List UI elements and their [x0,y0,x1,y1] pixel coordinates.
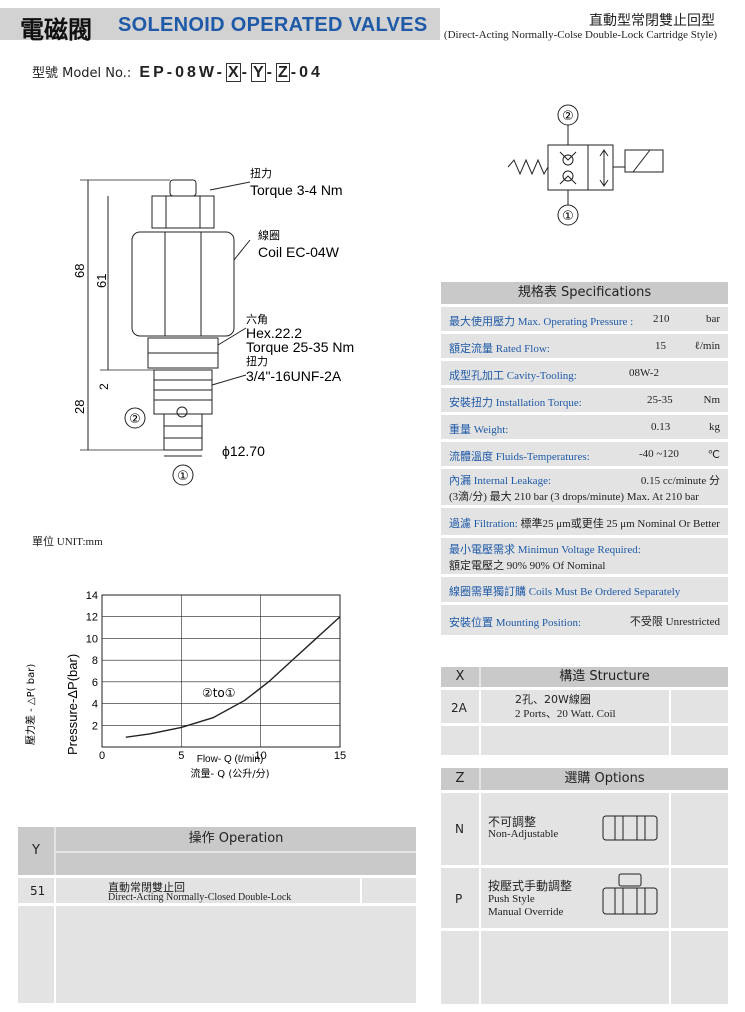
operation-en: Direct-Acting Normally-Closed Double-Loc… [108,892,292,903]
non-adjustable-knob-icon [602,815,658,841]
symbol-port1-text: ① [562,209,574,224]
operation-code: 51 [30,884,46,898]
hydraulic-symbol: ② ① [507,104,664,226]
options-col1: Z [441,768,479,790]
model-prefix: EP-08W- [139,64,225,81]
torque2-zh-text: 扭力 [246,354,268,368]
operation-table: Y 操作 Operation 51 直動常閉雙止回 Direct-Acting … [18,827,416,1003]
structure-col2: 構造 Structure [481,667,728,687]
spec-coil-row: 線圈需單獨訂購 Coils Must Be Ordered Separately [441,574,728,602]
x-tick-label: 10 [255,750,267,762]
model-number: 型號 Model No.: EP-08W-X-Y-Z-04 [32,62,323,82]
drawing-port1: ① [177,469,189,484]
spec-row: 流體溫度 Fluids-Temperatures:-40 ~120℃ [441,439,728,466]
header-band [0,8,440,40]
series-line [125,616,341,738]
symbol-port2-text: ② [562,109,574,124]
y-tick-label: 12 [86,612,98,624]
y-tick-label: 2 [92,720,98,732]
subtitle-en: (Direct-Acting Normally-Colse Double-Loc… [443,29,717,41]
torque2-text: Torque 25-35 Nm [246,339,354,355]
structure-en: 2 Ports、20 Watt. Coil [515,708,616,720]
x-tick-label: 15 [334,750,346,762]
model-code: EP-08W-X-Y-Z-04 [139,63,323,82]
torque-zh-text: 扭力 [250,166,272,180]
push-style-knob-icon [602,873,658,915]
chart-xlabel-zh: 流量- Q (公升/分) [190,767,269,780]
spec-leak-row: 內漏 Internal Leakage: 0.15 cc/minute 分 (3… [441,466,728,505]
unit-note: 單位 UNIT:mm [32,536,103,548]
model-label: 型號 Model No.: [32,66,132,81]
subtitle-zh: 直動型常閉雙止回型 [589,13,715,29]
options-col2: 選購 Options [481,768,728,790]
operation-row: 51 直動常閉雙止回 Direct-Acting Normally-Closed… [18,878,416,903]
model-sep1: - [241,64,250,81]
option-p-zh: 按壓式手動調整 [488,879,573,893]
option-p-en2: Manual Override [488,906,564,918]
operation-subheader [56,853,416,875]
dim-61: 61 [94,274,109,288]
structure-code: 2A [451,701,467,715]
spec-title: 規格表 Specifications [441,282,728,304]
model-x-box: X [225,63,241,82]
valve-drawing: 扭力 Torque 3-4 Nm 線圈 Coil EC-04W 六角 Hex.2… [72,166,354,486]
drawing-port2: ② [129,412,141,427]
x-tick-label: 0 [99,750,105,762]
structure-col1: X [441,667,479,687]
option-n-code: N [455,822,464,836]
spec-mount-row: 安裝位置 Mounting Position: 不受限 Unrestricted [441,602,728,635]
dim-2: 2 [97,383,111,390]
options-table: Z 選購 Options N 不可調整 Non-Adjustable P 按壓式… [441,768,728,1004]
option-n-en: Non-Adjustable [488,828,559,840]
structure-zh: 2孔、20W線圈 [515,693,591,706]
coil-zh-text: 線圈 [258,228,280,242]
pressure-flow-chart: 壓力差 - △P( bar) Pressure-ΔP(bar) 2 4 6 8 10 12… [24,590,346,780]
y-tick-label: 8 [92,655,98,667]
page-title-zh: 電磁閥 [20,16,92,44]
model-suffix: -04 [290,64,323,81]
dim-28: 28 [72,400,87,414]
option-p-code: P [455,892,463,906]
y-tick-label: 14 [86,590,98,602]
spec-filter-row: 過濾 Filtration: 標準25 μm或更佳 25 μm Nominal … [441,505,728,535]
chart-ylabel: Pressure-ΔP(bar) [65,654,80,755]
torque-text: Torque 3-4 Nm [250,182,343,198]
spec-voltage-row: 最小電壓需求 Minimun Voltage Required: 額定電壓之 9… [441,535,728,574]
option-n-zh: 不可調整 [488,815,537,829]
hex-text: Hex.22.2 [246,325,302,341]
spec-table: 規格表 Specifications 最大使用壓力 Max. Operating… [441,282,728,635]
operation-col1: Y [18,827,54,875]
y-tick-label: 6 [92,677,98,689]
chart-ylabel-zh: 壓力差 - △P( bar) [24,664,37,745]
operation-zh: 直動常閉雙止回 [108,881,185,894]
page-title-en: SOLENOID OPERATED VALVES [118,14,428,36]
y-tick-label: 10 [86,633,98,645]
chart-xlabel: Flow- Q (ℓ/min) [197,754,264,765]
operation-col2: 操作 Operation [56,827,416,851]
model-z-box: Z [275,63,290,82]
model-y-box: Y [250,63,266,82]
plot-frame [101,594,341,748]
chart-annotation: ②to① [202,686,236,700]
coil-text: Coil EC-04W [258,244,340,260]
diameter-text: ϕ12.70 [222,443,265,459]
spec-row: 成型孔加工 Cavity-Tooling:08W-2 [441,358,728,385]
structure-table: X 構造 Structure 2A 2孔、20W線圈 2 Ports、20 Wa… [441,667,728,755]
model-sep2: - [266,64,275,81]
thread-text: 3/4"-16UNF-2A [246,368,342,384]
option-p-en: Push Style [488,893,535,905]
x-tick-label: 5 [178,750,184,762]
y-tick-label: 4 [92,699,98,711]
dim-68: 68 [72,264,87,278]
hex-zh-text: 六角 [246,313,268,326]
